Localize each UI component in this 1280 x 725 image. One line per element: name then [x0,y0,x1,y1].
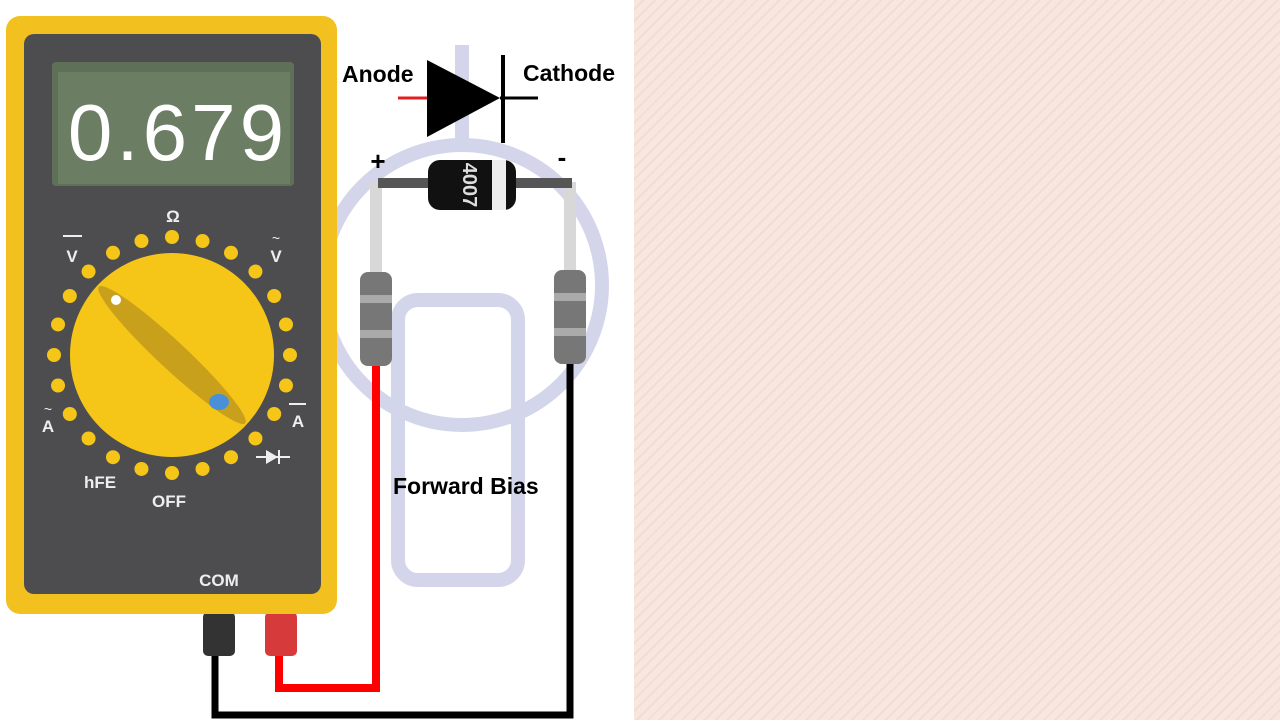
diode-component: 4007 [378,160,572,210]
black-wire [211,360,574,719]
anode-label: Anode [342,61,414,87]
dc-volts-label: V [66,247,78,266]
dc-amps-label: A [292,412,304,431]
com-jack-plug [203,612,235,656]
dial-position-dot [81,264,96,279]
ac-wave-icon: ~ [44,401,52,417]
dial-position-dot [224,450,238,465]
diode-marking: 4007 [458,163,480,208]
knob-blue-dot [209,394,229,410]
lcd-reading: 0.679 [68,88,288,177]
dial-positions [47,230,297,480]
dial-position-dot [134,234,149,249]
ac-amps-label: A [42,417,54,436]
off-label: OFF [152,492,186,511]
dial-position-dot [81,431,96,446]
dial-position-dot [51,317,66,332]
cathode-label: Cathode [523,60,615,86]
hfe-label: hFE [84,473,116,492]
ac-volts-label: V [270,247,282,266]
ac-wave-icon: ~ [272,230,280,246]
ohm-label: Ω [166,207,180,226]
dial-position-dot [248,264,263,279]
dial-position-dot [165,230,179,244]
dial-position-dot [165,466,179,480]
dial-position-dot [62,407,77,421]
diagram-panel: 0.679 Ω V ~ V ~ A A hFE OFF COM 4007 + - [0,0,634,720]
forward-bias-label: Forward Bias [393,473,539,499]
dial-position-dot [224,245,238,260]
dial-position-dot [195,234,210,249]
volt-jack-plug [265,612,297,656]
diode-symbol-icon [398,55,538,143]
dial-position-dot [51,378,66,393]
multimeter-diode-diagram: 0.679 Ω V ~ V ~ A A hFE OFF COM 4007 + - [6,16,615,719]
dial-position-dot [134,461,149,476]
dial-position-dot [278,378,293,393]
knob-pointer [98,286,246,424]
blank-striped-panel [634,0,1280,720]
dial-position-dot [62,289,77,303]
com-label: COM [199,571,239,590]
diode-mode-icon [256,450,290,464]
dial-position-dot [47,348,61,362]
dial-position-dot [267,289,282,303]
black-probe [554,182,586,364]
dial-position-dot [283,348,297,362]
dial-position-dot [106,450,120,465]
dial-position-dot [248,431,263,446]
minus-label: - [558,142,567,172]
plus-label: + [370,146,385,176]
dial-position-dot [195,461,210,476]
red-probe [360,182,392,366]
dial-position-dot [106,245,120,260]
dial-position-dot [278,317,293,332]
dial-position-dot [267,407,282,421]
knob-indicator-dot [111,295,121,305]
red-wire [275,360,380,692]
